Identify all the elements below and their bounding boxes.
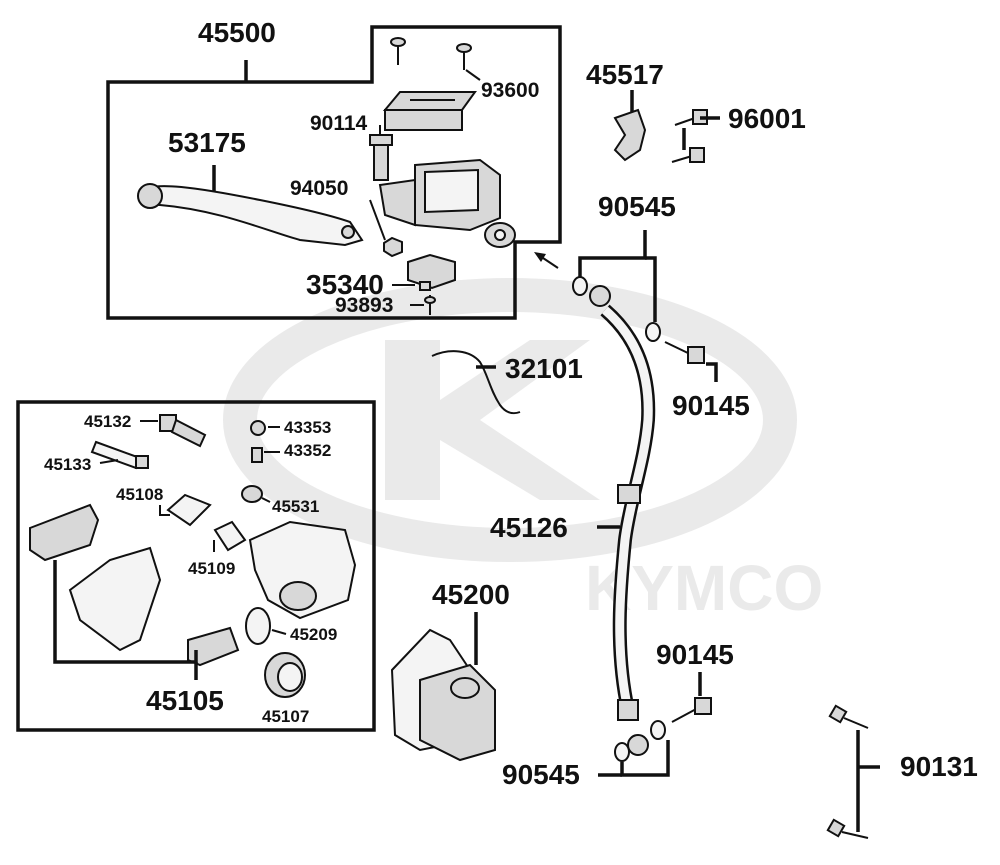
pad-retainer-part — [213, 520, 247, 552]
pad-left-part — [29, 503, 100, 562]
holder-bolt-bottom — [671, 147, 705, 163]
leader-90545-top-right — [645, 256, 657, 322]
leader-45108 — [159, 505, 170, 516]
label-90114: 90114 — [310, 112, 368, 135]
label-45107: 45107 — [262, 707, 309, 726]
leader-45105-bracket — [53, 560, 198, 664]
leader-90545-top-left — [578, 230, 647, 278]
pad-right-part — [187, 626, 240, 667]
cap-screw-left — [390, 37, 406, 65]
label-35340: 35340 — [306, 269, 384, 300]
label-45132: 45132 — [84, 412, 131, 431]
caliper-pin-part — [90, 440, 149, 470]
pad-spring-part — [166, 493, 212, 527]
leader-93600 — [465, 69, 481, 81]
reservoir-cap — [382, 91, 477, 131]
label-45105: 45105 — [146, 685, 224, 716]
label-45531: 45531 — [272, 497, 319, 516]
caliper-body-part — [248, 520, 357, 620]
label-43353: 43353 — [284, 418, 331, 437]
leader-90545-bottom — [620, 740, 670, 777]
master-cylinder-body — [378, 158, 516, 248]
label-94050: 94050 — [290, 177, 348, 200]
label-45200: 45200 — [432, 579, 510, 610]
label-45517: 45517 — [586, 59, 664, 90]
bolt-bottom-part — [671, 697, 712, 723]
pivot-bolt — [369, 134, 393, 181]
bleeder-screw-part — [251, 447, 263, 463]
mount-bolt-bottom — [826, 818, 869, 839]
holder-part — [613, 108, 647, 162]
label-45133: 45133 — [44, 455, 91, 474]
label-90545-top: 90545 — [598, 191, 676, 222]
leader-45531 — [261, 497, 271, 503]
washer-top-2 — [645, 322, 661, 342]
label-96001: 96001 — [728, 103, 806, 134]
label-32101: 32101 — [505, 353, 583, 384]
leader-45209 — [271, 629, 287, 635]
banjo-top — [589, 285, 611, 307]
banjo-bottom — [627, 734, 649, 756]
leader-94050 — [369, 199, 386, 241]
switch-screw-part — [424, 295, 436, 315]
label-43352: 43352 — [284, 441, 331, 460]
leader-45133 — [99, 459, 119, 464]
brake-hose-part — [600, 304, 656, 721]
bolt-top-part — [664, 341, 705, 364]
caliper-exploded-box — [16, 400, 376, 732]
washer-bottom-2 — [614, 742, 630, 762]
label-45209: 45209 — [290, 625, 337, 644]
piston-part — [264, 652, 306, 698]
mount-bolt-top — [828, 704, 869, 729]
label-93600: 93600 — [481, 79, 539, 102]
label-45126: 45126 — [490, 512, 568, 543]
label-45108: 45108 — [116, 485, 163, 504]
caliper-assembly-part — [390, 628, 496, 762]
hose-clamp-part — [431, 350, 521, 415]
nut-part — [383, 236, 403, 258]
label-53175: 53175 — [168, 127, 246, 158]
washer-bottom-1 — [650, 720, 666, 740]
piston-seal-part — [245, 607, 271, 645]
caliper-bolt-long-part — [159, 414, 207, 448]
label-90145-top: 90145 — [672, 390, 750, 421]
arrow-head — [534, 252, 546, 262]
label-45109: 45109 — [188, 559, 235, 578]
boot-part — [241, 485, 263, 503]
label-45500: 45500 — [198, 17, 276, 48]
label-93893: 93893 — [335, 294, 393, 317]
label-90145-bottom: 90145 — [656, 639, 734, 670]
caliper-bracket-part — [68, 546, 162, 652]
cap-screw-right — [456, 43, 472, 70]
leader-90145-top — [706, 362, 718, 382]
label-90131: 90131 — [900, 751, 978, 782]
label-90545-bottom: 90545 — [502, 759, 580, 790]
bleeder-cap-part — [250, 420, 266, 436]
stop-switch-part — [407, 253, 456, 291]
brake-lever — [137, 183, 364, 247]
master-cylinder-box — [106, 25, 562, 320]
washer-top-1 — [572, 276, 588, 296]
